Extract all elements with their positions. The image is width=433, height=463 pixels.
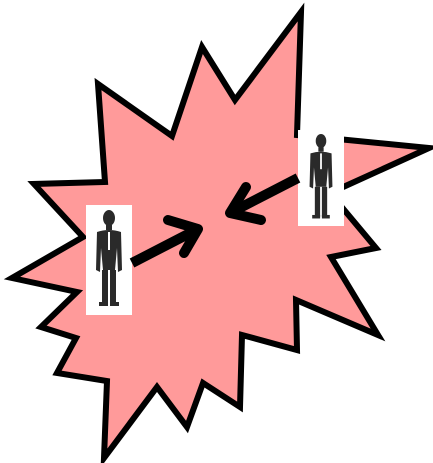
explosion-burst-shape — [12, 12, 429, 458]
businessman-right — [298, 130, 344, 226]
businessman-left — [86, 205, 132, 315]
